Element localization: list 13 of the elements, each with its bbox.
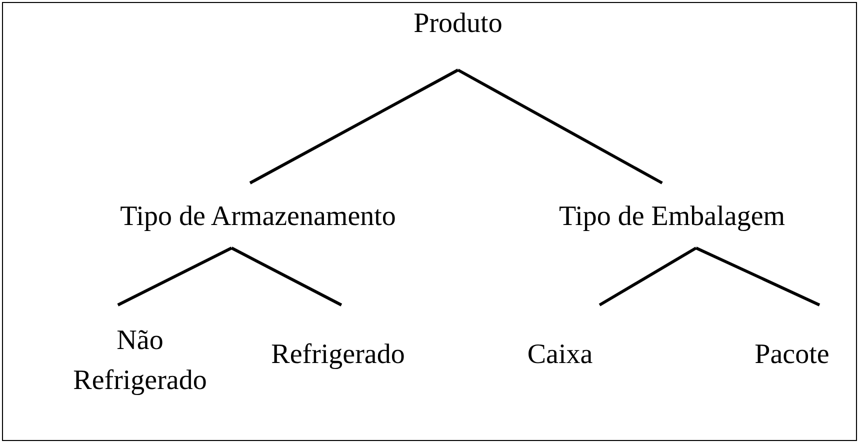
- tree-node-label: Produto: [358, 4, 558, 70]
- tree-node-label: Pacote: [737, 305, 847, 385]
- tree-branch-line: [117, 246, 232, 306]
- tree-branch-line: [230, 246, 342, 306]
- tree-node-label: Caixa: [505, 305, 615, 385]
- tree-branch-line: [598, 246, 697, 306]
- tree-branch-line: [695, 246, 820, 306]
- tree-node-label: Não Refrigerado: [55, 305, 225, 405]
- tree-branch-line: [249, 68, 459, 184]
- tree-node-label: Tipo de Armazenamento: [93, 183, 423, 248]
- tree-branch-line: [457, 68, 663, 184]
- tree-node-label: Refrigerado: [253, 305, 423, 385]
- tree-node-label: Tipo de Embalagem: [527, 183, 817, 248]
